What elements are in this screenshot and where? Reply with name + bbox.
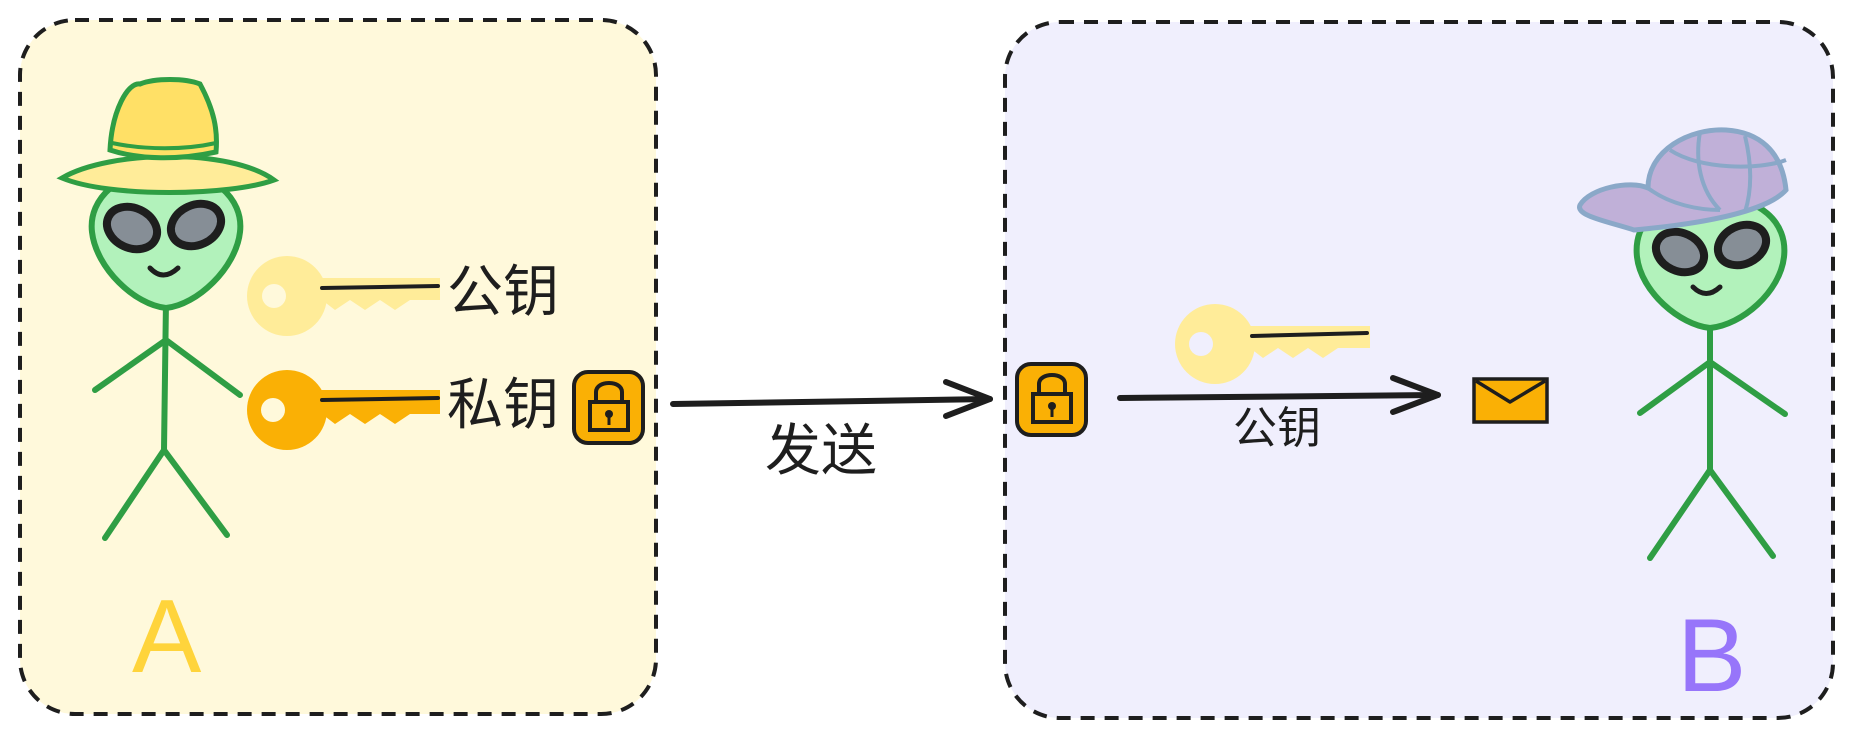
panel-a-letter: A	[132, 579, 202, 695]
alien-b-smile	[1690, 284, 1723, 296]
send-label: 发送	[765, 419, 877, 484]
public-key-icon	[247, 256, 440, 336]
alien-b-body	[1637, 319, 1788, 561]
alien-a-body	[92, 297, 243, 541]
private-key-icon	[247, 370, 440, 450]
panel-b-letter: B	[1677, 598, 1747, 714]
send-arrow-icon	[670, 379, 993, 419]
public-key-label-a: 公钥	[447, 260, 559, 325]
public-key-icon-b	[1175, 304, 1370, 384]
alien-b-eye-right	[1713, 220, 1771, 270]
encrypt-arrow-icon	[1117, 375, 1441, 415]
alien-a-eye-right	[166, 199, 226, 251]
public-key-label-b: 公钥	[1233, 403, 1321, 454]
alien-b-eye-left	[1651, 227, 1709, 277]
lock-icon	[572, 370, 645, 445]
alien-a-smile	[147, 265, 181, 278]
private-key-label-a: 私钥	[447, 373, 559, 438]
lock-icon-b	[1015, 362, 1088, 437]
alien-a-figure	[56, 77, 280, 541]
envelope-icon	[1472, 377, 1549, 424]
alien-b-figure	[1577, 127, 1789, 561]
hat-icon	[56, 77, 280, 195]
alien-a-eye-left	[102, 202, 162, 254]
cap-icon	[1577, 127, 1789, 233]
